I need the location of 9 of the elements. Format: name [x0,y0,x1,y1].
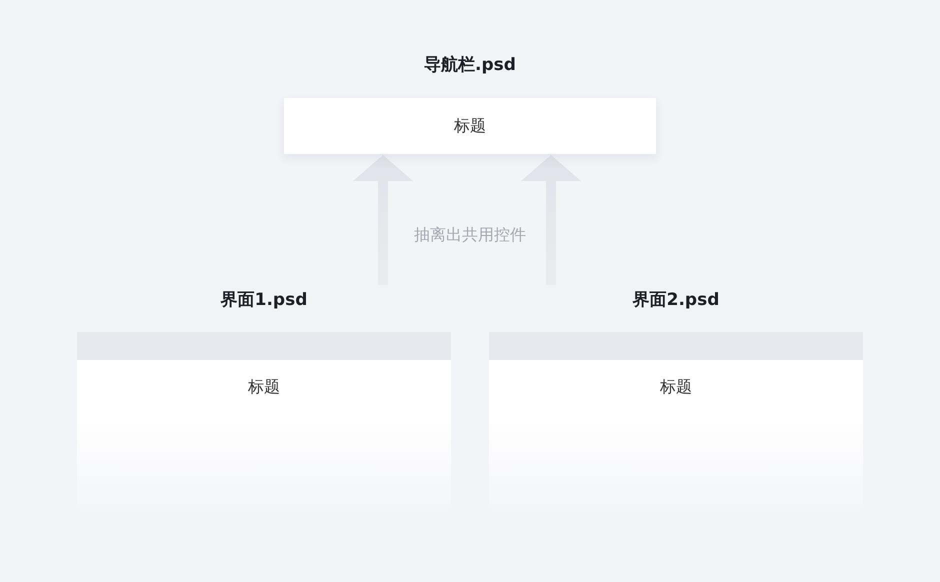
file-name: 导航栏.psd [424,54,516,77]
title-text: 标题 [660,377,692,398]
arrow [521,155,581,285]
title-text: 标题 [454,116,486,136]
arrow [353,155,413,285]
note-text: 抽离出共用控件 [413,225,527,246]
title-text: 标题 [248,377,280,398]
file-name: 界面1.psd [220,289,308,312]
file-name: 界面2.psd [632,289,720,312]
